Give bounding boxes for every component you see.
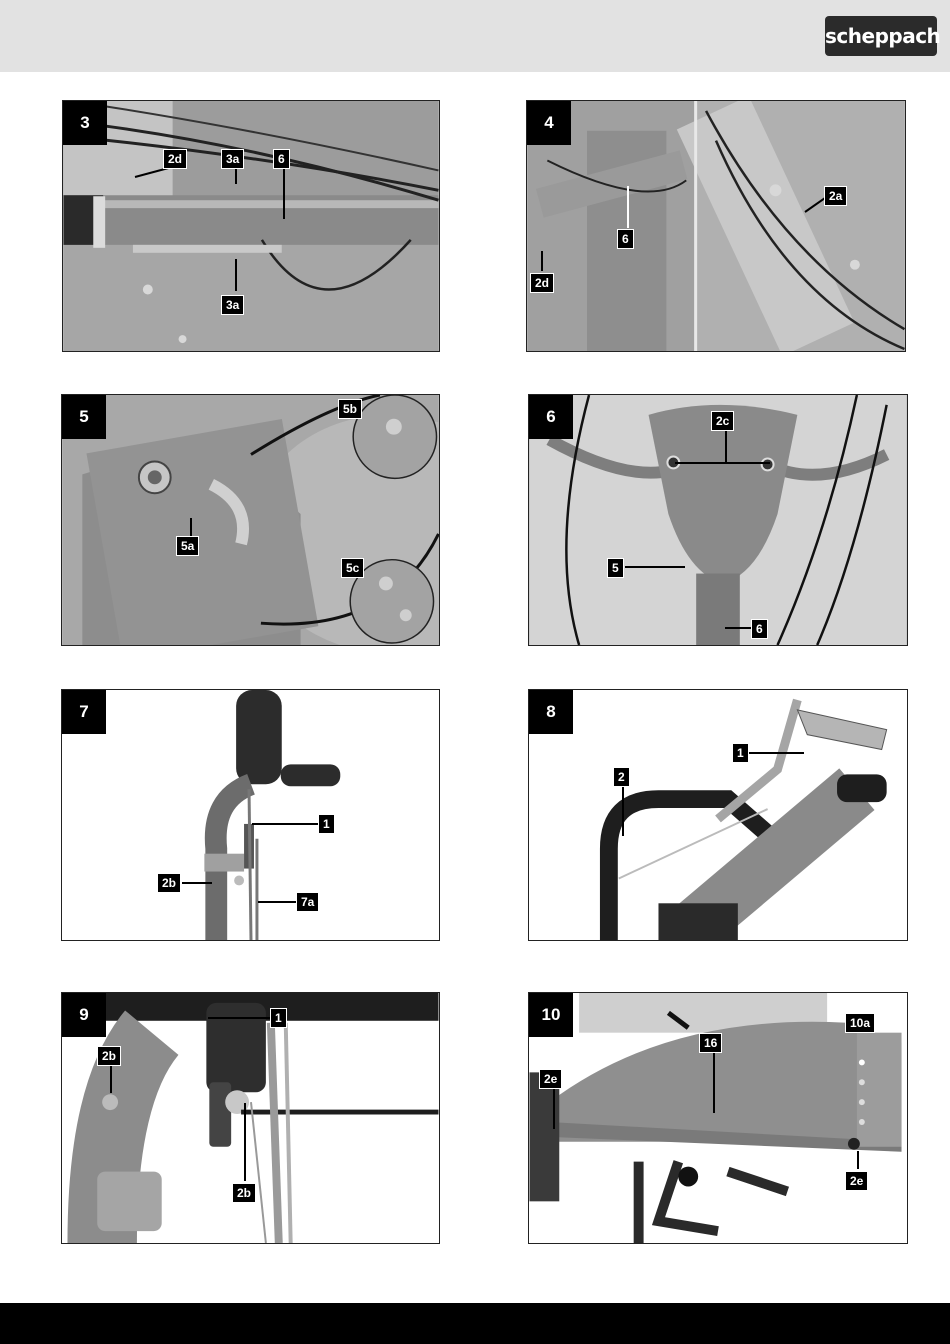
figure-number: 4 (527, 101, 571, 145)
figure-8-photo (529, 690, 907, 940)
label-2b: 2b (232, 1183, 256, 1203)
label-2b: 2b (157, 873, 181, 893)
label-7a: 7a (296, 892, 319, 912)
figure-9-photo (62, 993, 439, 1243)
figure-number: 10 (529, 993, 573, 1037)
figure-number: 9 (62, 993, 106, 1037)
figure-5: 5 5b 5a 5c (61, 394, 440, 646)
figure-number: 8 (529, 690, 573, 734)
label-6: 6 (751, 619, 768, 639)
label-2c: 2c (711, 411, 734, 431)
label-6: 6 (617, 229, 634, 249)
label-6: 6 (273, 149, 290, 169)
label-5c: 5c (341, 558, 364, 578)
label-1: 1 (270, 1008, 287, 1028)
label-5a: 5a (176, 536, 199, 556)
label-5b: 5b (338, 399, 362, 419)
brand-logo: scheppach (825, 16, 937, 56)
label-1: 1 (318, 814, 335, 834)
figure-9: 9 1 2b 2b (61, 992, 440, 1244)
figure-6-photo (529, 395, 907, 645)
figure-number: 3 (63, 101, 107, 145)
label-5: 5 (607, 558, 624, 578)
label-3a: 3a (221, 149, 244, 169)
header-bar (0, 0, 950, 72)
label-16: 16 (699, 1033, 722, 1053)
figure-6: 6 2c 5 6 (528, 394, 908, 646)
label-3a: 3a (221, 295, 244, 315)
figure-4-photo (527, 101, 905, 351)
label-2e: 2e (539, 1069, 562, 1089)
label-2d: 2d (163, 149, 187, 169)
figure-3-photo (63, 101, 439, 351)
figure-5-photo (62, 395, 439, 645)
figure-7: 7 1 2b 7a (61, 689, 440, 941)
figure-3: 3 2d 3a 6 3a (62, 100, 440, 352)
figure-number: 7 (62, 690, 106, 734)
label-2a: 2a (824, 186, 847, 206)
label-10a: 10a (845, 1013, 875, 1033)
figure-8: 8 1 2 (528, 689, 908, 941)
figure-4: 4 2a 6 2d (526, 100, 906, 352)
label-1: 1 (732, 743, 749, 763)
figure-number: 6 (529, 395, 573, 439)
figure-7-photo (62, 690, 439, 940)
footer-bar (0, 1303, 950, 1344)
label-2e: 2e (845, 1171, 868, 1191)
label-2b: 2b (97, 1046, 121, 1066)
label-2: 2 (613, 767, 630, 787)
figure-10: 10 10a 16 2e 2e (528, 992, 908, 1244)
label-2d: 2d (530, 273, 554, 293)
figure-number: 5 (62, 395, 106, 439)
